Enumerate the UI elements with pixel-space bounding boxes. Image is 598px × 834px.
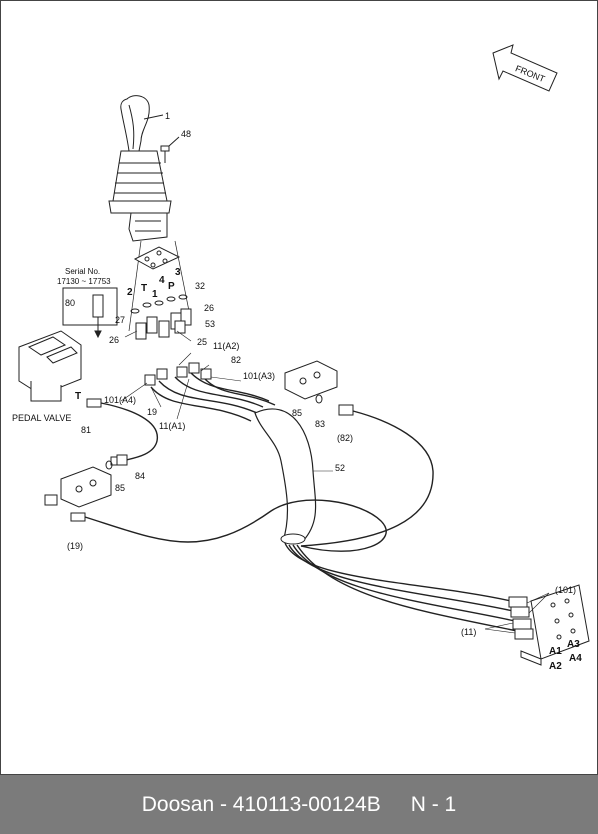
label-part-11-a1: 11(A1) [159,421,185,431]
leader-1 [143,114,164,120]
hose-82 [300,404,434,547]
serial-range: 17130 ~ 17753 [57,277,111,286]
label-part-82b: (82) [337,433,353,443]
mounting-plate [133,246,181,270]
label-port-T-pedal: T [75,391,81,402]
label-part-19: 19 [147,407,157,417]
fitting-80 [92,294,104,339]
label-part-83: 83 [315,419,325,429]
fitting-84 [105,454,128,470]
label-part-26a: 26 [204,303,214,313]
label-part-48: 48 [181,129,191,139]
label-part-80: 80 [65,298,75,308]
label-part-52: 52 [335,463,345,473]
pedal-valve-label: PEDAL VALVE [12,413,71,423]
bolt-48 [160,136,180,163]
label-part-1: 1 [165,111,170,121]
front-arrow-icon [492,44,558,92]
label-part-11b: (11) [461,627,476,637]
block-85-lower [60,466,112,508]
hose-end-fittings [144,362,212,386]
footer-bar: Doosan - 410113-00124B N - 1 [0,775,598,834]
right-bracket [508,584,590,666]
label-part-11-a2: 11(A2) [213,341,239,351]
exploded-parts-diagram: FRONT 1 48 2 T 1 4 3 P 32 26 53 27 26 25… [0,0,598,775]
label-port-A2: A2 [549,661,562,672]
label-port-2: 2 [127,287,133,298]
label-part-81: 81 [81,425,91,435]
joystick-boot [108,150,172,242]
pedal-valve [18,330,82,402]
serial-heading: Serial No. [65,267,100,276]
label-part-82: 82 [231,355,241,365]
o-ring-83 [315,394,323,404]
label-port-P: P [168,281,175,292]
label-port-3: 3 [175,267,181,278]
label-part-19b: (19) [67,541,83,551]
hose-19 [44,494,387,552]
label-part-25: 25 [197,337,207,347]
footer-page-ref: N - 1 [410,792,457,816]
label-port-T: T [141,283,147,294]
label-port-A1: A1 [549,646,562,657]
label-part-27: 27 [115,315,125,325]
block-85-upper [284,360,338,400]
fitting-cluster [135,308,192,340]
hose-bundle-52 [150,372,518,632]
serial-inset-box [62,287,118,326]
footer-brand-part: Doosan - 410113-00124B [141,792,381,816]
diagram-drawing: FRONT 1 48 2 T 1 4 3 P 32 26 53 27 26 25… [12,44,590,672]
label-part-85a: 85 [292,408,302,418]
label-part-53: 53 [205,319,215,329]
label-part-84: 84 [135,471,145,481]
label-port-A3: A3 [567,639,580,650]
label-part-26b: 26 [109,335,119,345]
leader-lines [120,330,550,634]
label-port-4: 4 [159,275,165,286]
joystick-handle [120,95,152,160]
label-port-1: 1 [152,289,158,300]
label-part-101-a3: 101(A3) [243,371,275,381]
label-port-A4: A4 [569,653,582,664]
label-part-101-a4: 101(A4) [104,395,136,405]
label-part-32: 32 [195,281,205,291]
label-part-101b: (101) [555,585,576,595]
label-part-85b: 85 [115,483,125,493]
o-rings [130,294,188,314]
